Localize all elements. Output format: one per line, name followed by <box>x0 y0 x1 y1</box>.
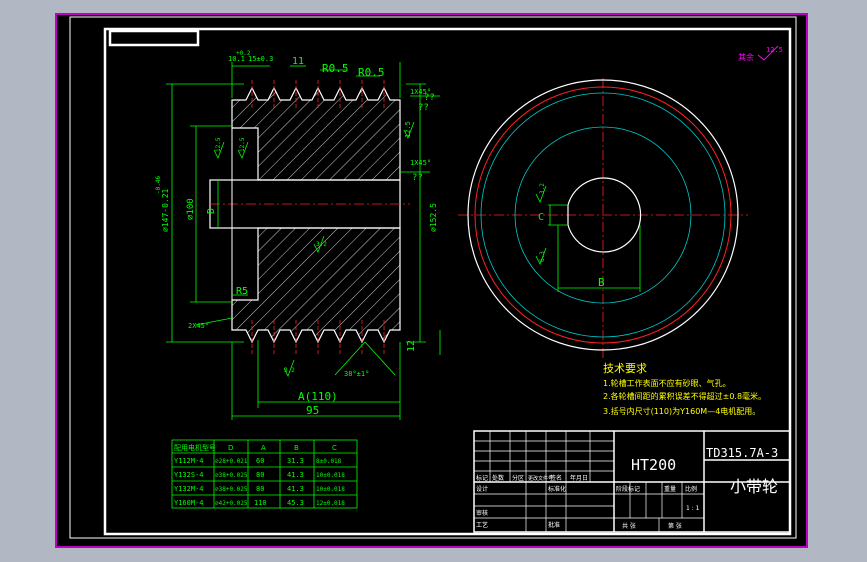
table-header-motor: 配用电机型号 <box>174 443 216 452</box>
front-view: C B 3.2 6.3 <box>458 78 748 360</box>
sheet-frame <box>69 16 797 539</box>
table-row-1-d: ⌀28+0.021 <box>215 458 248 465</box>
right-rough-63: 6.3 <box>539 251 546 262</box>
notes-line-1: 1.轮槽工作表面不应有砂眼、气孔。 <box>603 378 731 388</box>
table-header-a: A <box>261 444 266 452</box>
table-row-3-motor: Y132M-4 <box>174 485 204 493</box>
right-label-c: C <box>538 212 544 223</box>
dim-95: 95 <box>306 404 319 417</box>
tb-design: 设计 <box>476 485 488 493</box>
tb-review: 审核 <box>476 509 488 517</box>
dim-chamfer-top: 1X45° <box>410 88 431 96</box>
tb-sign: 签名 <box>550 474 562 482</box>
table-header-b: B <box>294 444 299 452</box>
tb-count: 处数 <box>492 474 504 482</box>
notes-line-2: 2.各轮槽间距的累积误差不得超过±0.8毫米。 <box>603 391 766 401</box>
dim-dia-1525: ⌀152.5 <box>429 203 438 232</box>
dim-r05-a: R0.5 <box>322 62 349 75</box>
dim-dia-147-b: -0.46 <box>155 176 162 194</box>
dim-qq-c: ?? <box>412 173 423 183</box>
tb-approve: 批准 <box>548 521 560 529</box>
dim-rough-mid-b: 12.5 <box>239 137 246 152</box>
dim-dia-100: ⌀100 <box>186 198 196 220</box>
tb-scale-value: 1 : 1 <box>686 505 700 512</box>
table-row-3-d: ⌀38+0.025 <box>215 486 248 493</box>
table-row-3-c: 10±0.018 <box>316 486 345 493</box>
section-view: 10.1 +0.2 15±0.3 11 R0.5 R0.5 1X45° ?? ?… <box>155 50 547 420</box>
tb-sheet: 第 张 <box>668 522 682 530</box>
table-row-2-a: 80 <box>256 471 264 479</box>
dim-qq-a: ?? <box>424 93 435 103</box>
notes-title: 技术要求 <box>603 362 647 375</box>
tb-mark: 标记 <box>476 474 488 482</box>
roughness-corner-value: 12.5 <box>766 46 783 54</box>
table-row-1-c: 8±0.018 <box>316 458 342 465</box>
motor-table: 配用电机型号 D A B C Y112M-4 ⌀28+0.021 60 31.3… <box>171 439 358 509</box>
dim-rough-r: 12.5 <box>404 121 412 138</box>
table-row-3-b: 41.3 <box>287 485 304 493</box>
title-block: HT200 TD315.7A-3 小带轮 标记 处数 分区 更改文件号 签名 年… <box>473 430 791 533</box>
table-row-4-d: ⌀42+0.025 <box>215 500 248 507</box>
notes-line-3: 3.括号内尺寸(110)为Y160M—4电机配用。 <box>603 406 760 416</box>
dim-label-d: D <box>206 208 217 214</box>
right-label-b: B <box>598 276 605 289</box>
dim-angle: 38°±1° <box>344 370 369 378</box>
dim-12: 12 <box>406 340 417 352</box>
dim-a110: A(110) <box>298 390 338 403</box>
tb-standard: 标准化 <box>548 485 566 493</box>
tb-date: 年月日 <box>570 474 588 482</box>
dim-dia-147: ⌀147-0.21 <box>161 188 170 232</box>
table-row-2-b: 41.3 <box>287 471 304 479</box>
table-row-2-motor: Y132S-4 <box>174 471 204 479</box>
dim-rough-mid-a: 12.5 <box>215 137 222 152</box>
table-row-1-b: 31.3 <box>287 457 304 465</box>
table-row-4-motor: Y160M-4 <box>174 499 204 507</box>
table-row-4-b: 45.3 <box>287 499 304 507</box>
tb-process: 工艺 <box>476 521 488 529</box>
roughness-corner: 其余 12.5 <box>738 45 783 62</box>
title-part-name: 小带轮 <box>730 477 778 496</box>
dim-r5: R5 <box>236 286 248 297</box>
dim-chamfer-mid: 1X45° <box>410 159 431 167</box>
title-material: HT200 <box>631 456 676 474</box>
right-rough-32: 3.2 <box>539 183 546 194</box>
table-header-d: D <box>228 444 233 452</box>
tb-zone: 分区 <box>512 474 524 482</box>
table-row-4-c: 12±0.018 <box>316 500 345 507</box>
table-header-c: C <box>332 444 337 452</box>
roughness-corner-label: 其余 <box>738 52 754 62</box>
title-code: TD315.7A-3 <box>706 446 778 460</box>
dim-tol-left: 10.1 <box>228 55 245 63</box>
dim-qq-b: ?? <box>418 103 429 113</box>
dim-rough-center: 3.2 <box>316 241 327 248</box>
dim-r05-b: R0.5 <box>358 66 385 79</box>
table-row-3-a: 80 <box>256 485 264 493</box>
table-row-4-a: 110 <box>254 499 267 507</box>
table-row-1-motor: Y112M-4 <box>174 457 204 465</box>
dim-chamfer-bot: 2X45° <box>188 322 209 330</box>
tb-sheets: 共 张 <box>622 522 636 530</box>
table-row-2-d: ⌀38+0.025 <box>215 472 248 479</box>
dim-15: 15±0.3 <box>248 55 273 63</box>
table-row-2-c: 10±0.018 <box>316 472 345 479</box>
dim-rough-bottom: 3.2 <box>284 367 295 374</box>
tb-weight: 重量 <box>664 485 676 493</box>
table-row-1-a: 60 <box>256 457 264 465</box>
technical-notes: 技术要求 1.轮槽工作表面不应有砂眼、气孔。 2.各轮槽间距的累积误差不得超过±… <box>603 362 766 416</box>
dim-11: 11 <box>292 56 304 67</box>
tb-stage: 阶段标记 <box>616 485 640 493</box>
dim-tol-left-b: +0.2 <box>236 50 251 57</box>
tb-file: 更改文件号 <box>528 475 553 482</box>
tb-scale: 比例 <box>685 485 697 493</box>
cad-viewport[interactable] <box>55 13 808 548</box>
